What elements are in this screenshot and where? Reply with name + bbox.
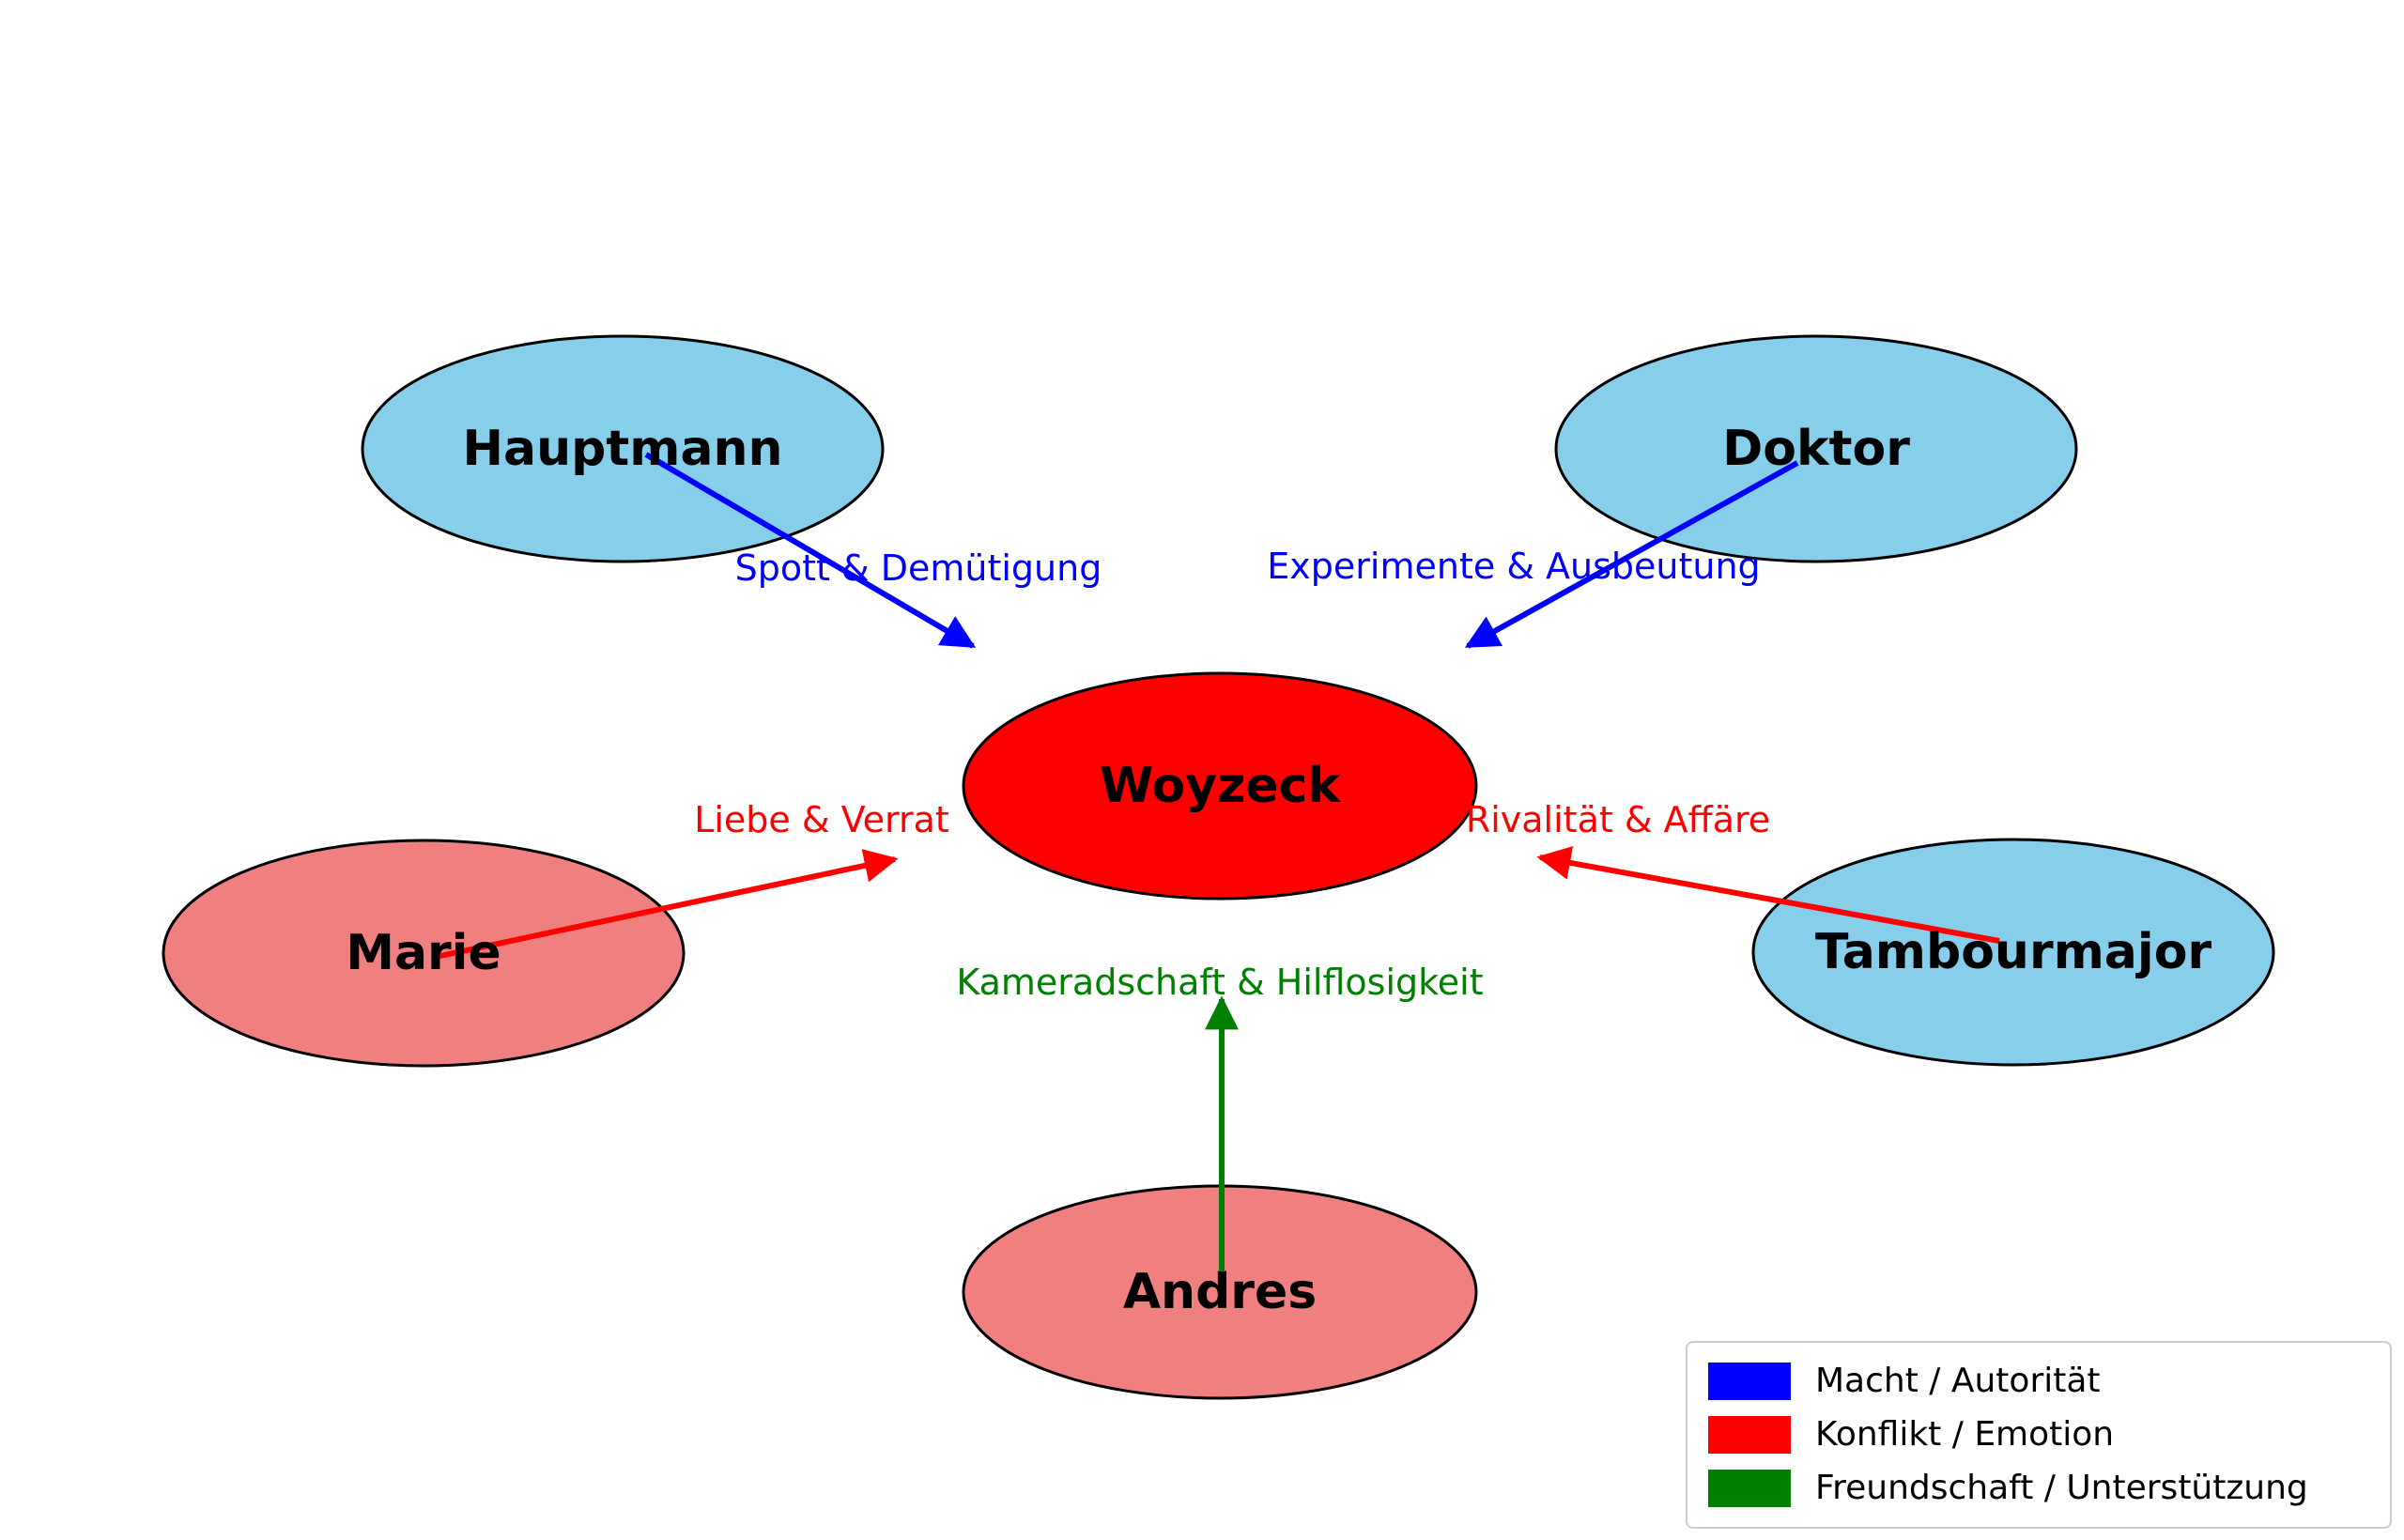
legend-label-freundschaft: Freundschaft / Unterstützung bbox=[1815, 1469, 2308, 1508]
edge-hauptmann-woyzeck-label: Spott & Demütigung bbox=[735, 547, 1102, 589]
edge-tambourmajor-woyzeck-arrow bbox=[1536, 846, 2000, 944]
legend-swatch-macht-icon bbox=[1708, 1362, 1791, 1400]
node-tambourmajor-label: Tambourmajor bbox=[1815, 924, 2211, 980]
edge-marie-woyzeck-label: Liebe & Verrat bbox=[694, 799, 949, 840]
legend-swatch-konflikt-icon bbox=[1708, 1415, 1791, 1454]
legend-item-macht: Macht / Autorität bbox=[1687, 1361, 2390, 1400]
node-doktor-shape bbox=[1554, 334, 2078, 563]
legend-item-freundschaft: Freundschaft / Unterstützung bbox=[1687, 1469, 2390, 1508]
legend-item-konflikt: Konflikt / Emotion bbox=[1687, 1414, 2390, 1454]
node-hauptmann-shape bbox=[361, 334, 885, 563]
node-andres-label: Andres bbox=[1123, 1264, 1317, 1320]
node-marie-label: Marie bbox=[346, 925, 501, 981]
node-woyzeck-label: Woyzeck bbox=[1100, 758, 1341, 814]
edge-doktor-woyzeck-arrow bbox=[1464, 460, 1799, 649]
node-woyzeck-shape bbox=[962, 671, 1478, 901]
legend-label-macht: Macht / Autorität bbox=[1815, 1361, 2101, 1400]
node-marie-shape bbox=[162, 839, 686, 1068]
legend-swatch-konflikt-rect bbox=[1708, 1415, 1791, 1454]
legend-label-konflikt: Konflikt / Emotion bbox=[1815, 1414, 2115, 1454]
node-tambourmajor-shape bbox=[1751, 838, 2275, 1067]
node-doktor-label: Doktor bbox=[1722, 421, 1910, 477]
edge-tambourmajor-woyzeck-label: Rivalität & Affäre bbox=[1466, 799, 1770, 840]
edge-hauptmann-woyzeck-arrow bbox=[644, 452, 977, 649]
node-hauptmann-label: Hauptmann bbox=[462, 421, 782, 477]
legend-swatch-freundschaft-icon bbox=[1708, 1470, 1791, 1508]
edge-andres-woyzeck-label: Kameradschaft & Hilflosigkeit bbox=[956, 962, 1483, 1003]
legend: Macht / Autorität Konflikt / Emotion Fre… bbox=[1686, 1341, 2392, 1529]
edge-marie-woyzeck-arrow bbox=[435, 849, 899, 960]
legend-swatch-macht-rect bbox=[1708, 1362, 1791, 1400]
edge-doktor-woyzeck-label: Experimente & Ausbeutung bbox=[1267, 546, 1760, 587]
legend-swatch-freundschaft-rect bbox=[1708, 1470, 1791, 1508]
